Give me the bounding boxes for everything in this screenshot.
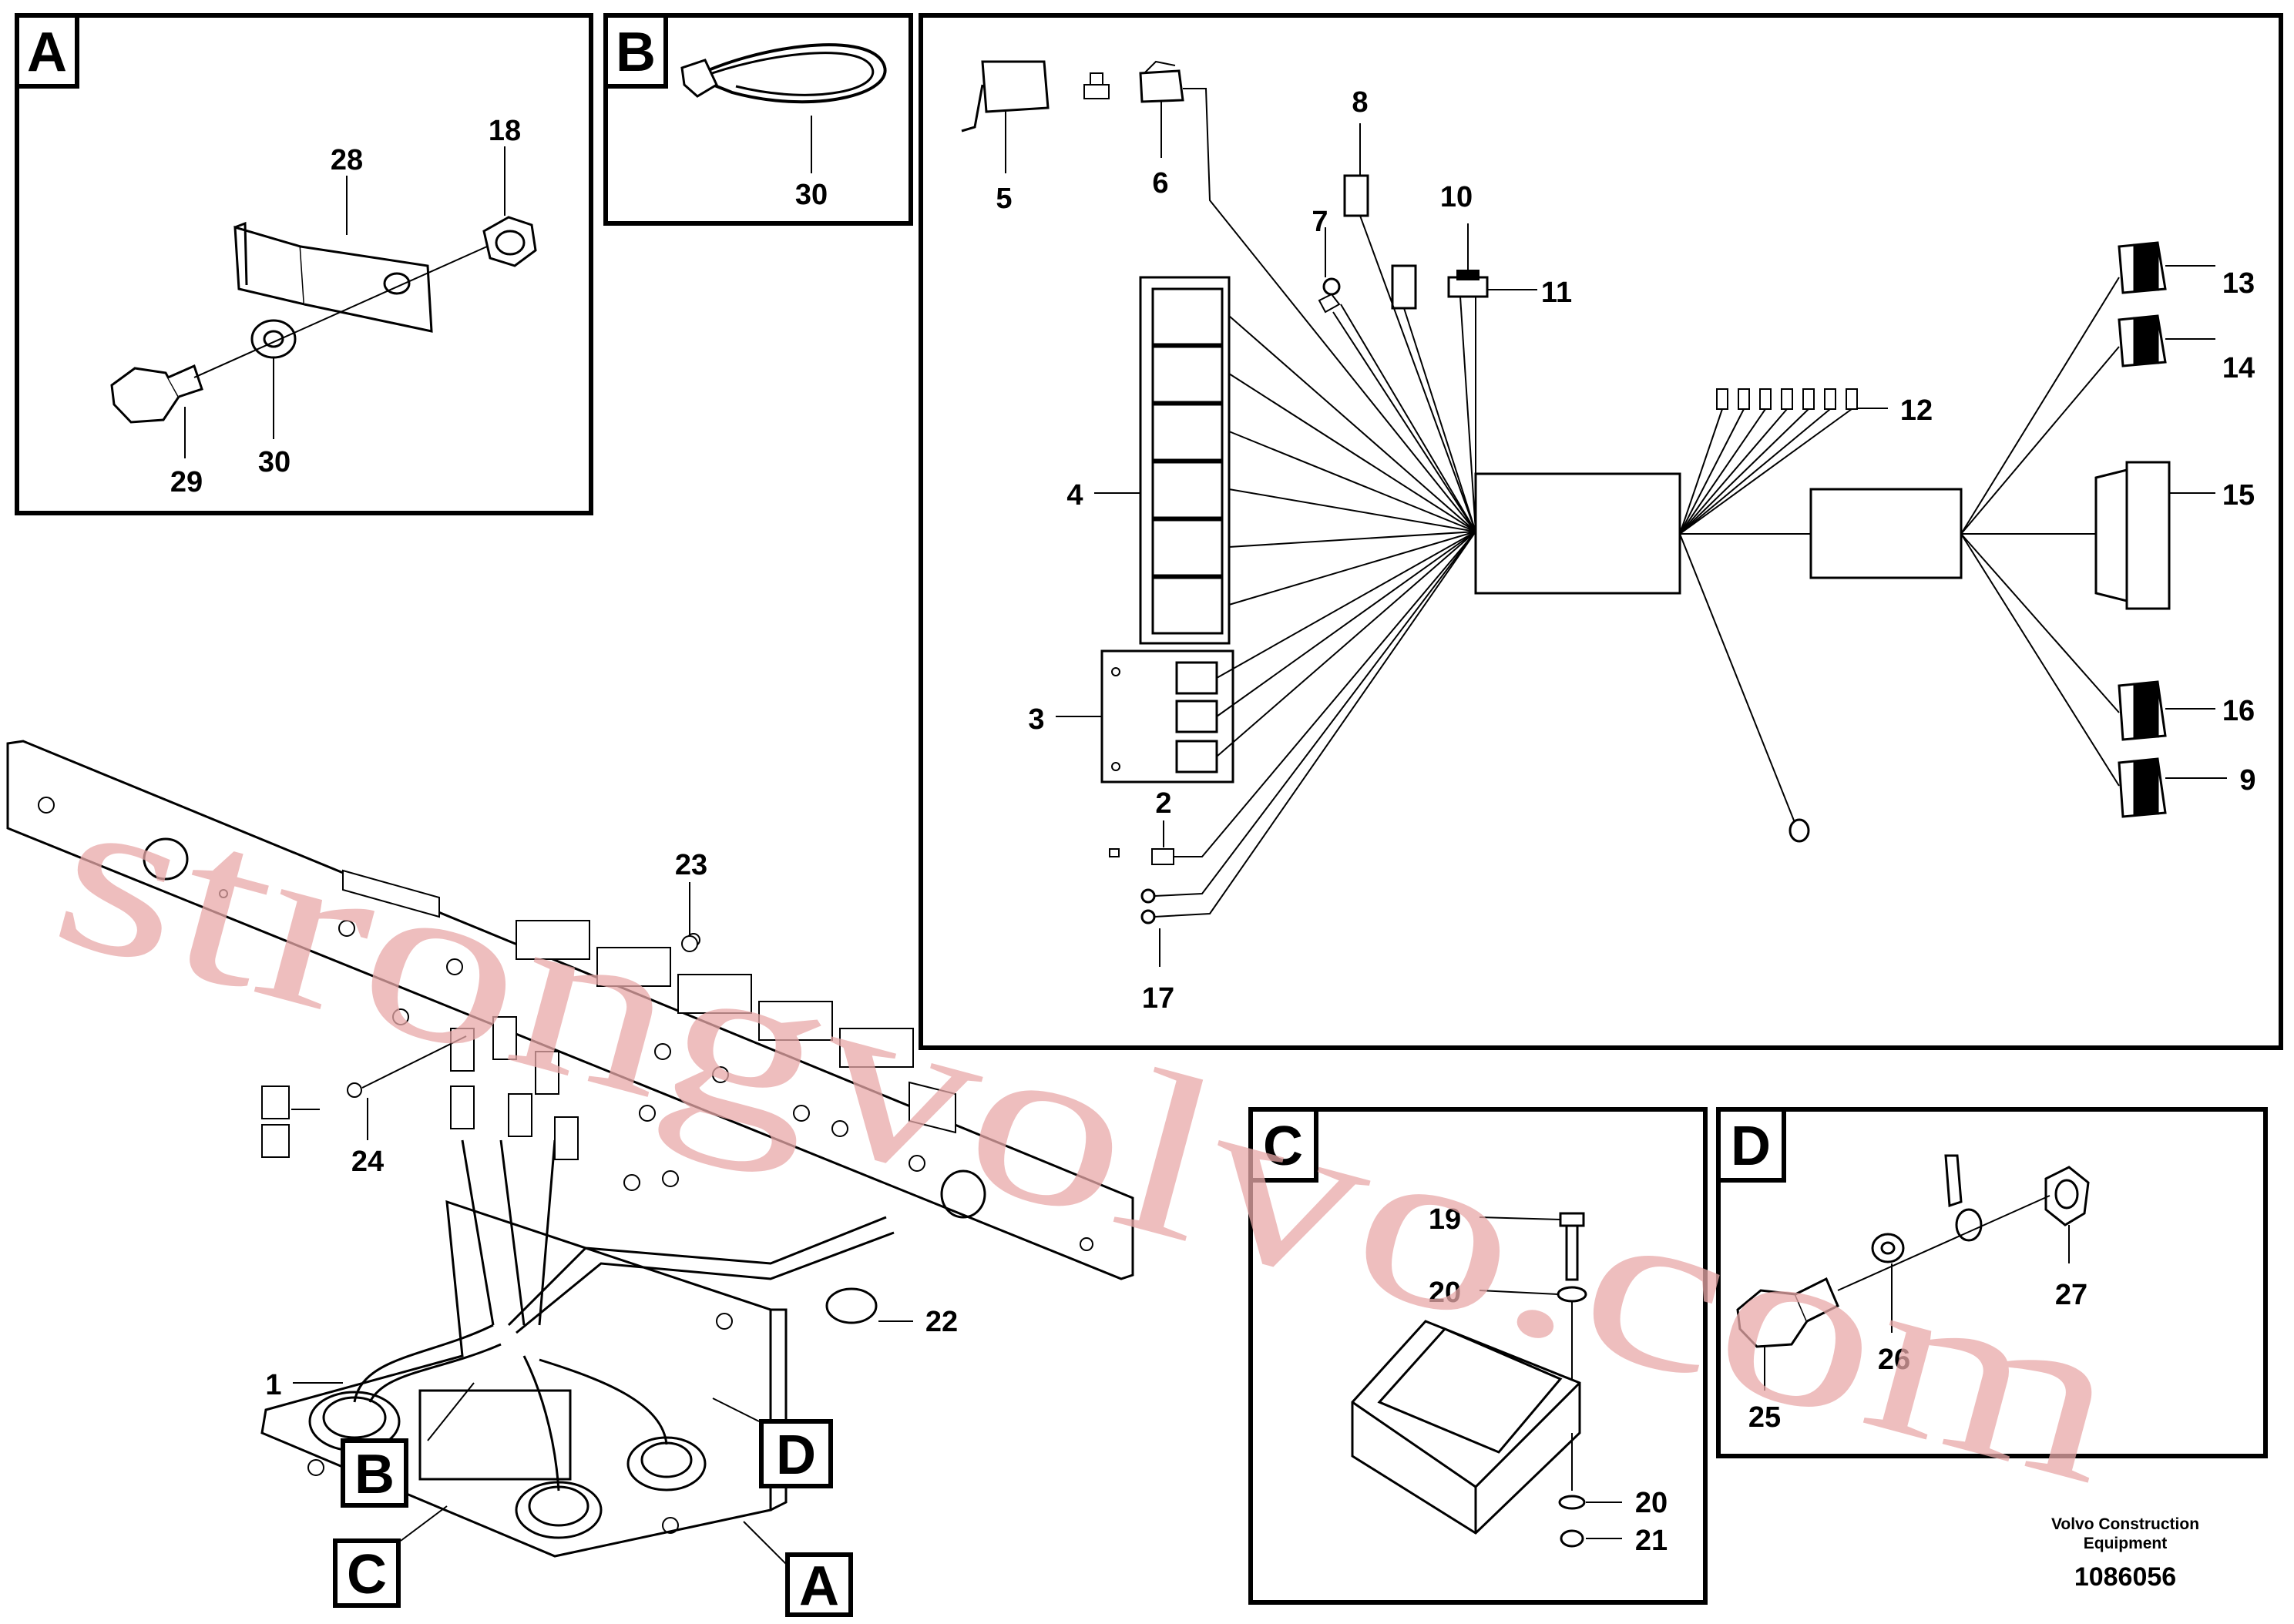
label-6: 6 xyxy=(1152,167,1168,200)
label-10: 10 xyxy=(1440,181,1473,213)
panel-harness: 5 6 8 10 7 11 13 14 12 4 15 3 16 2 9 17 xyxy=(919,13,2283,1050)
label-b-30: 30 xyxy=(795,179,828,211)
label-3: 3 xyxy=(1028,703,1044,736)
panel-d-letter: D xyxy=(1731,1116,1771,1177)
label-d-26: 26 xyxy=(1878,1344,1910,1376)
caption: Volvo Construction Equipment 1086056 xyxy=(2051,1515,2199,1592)
label-d-27: 27 xyxy=(2055,1279,2087,1311)
label-c-21: 21 xyxy=(1635,1525,1668,1557)
label-9: 9 xyxy=(2239,764,2255,797)
label-14: 14 xyxy=(2222,352,2255,384)
callout-a: A xyxy=(799,1555,839,1617)
panel-c: C 19 20 20 21 xyxy=(1248,1107,1708,1605)
label-24: 24 xyxy=(351,1146,384,1178)
caption-line2: Equipment xyxy=(2084,1535,2168,1552)
label-a-30: 30 xyxy=(258,446,291,478)
label-5: 5 xyxy=(996,183,1012,215)
label-17: 17 xyxy=(1142,982,1174,1015)
label-c-20b: 20 xyxy=(1635,1487,1668,1519)
label-1: 1 xyxy=(265,1369,281,1401)
label-c-19: 19 xyxy=(1429,1203,1461,1236)
caption-line1: Volvo Construction xyxy=(2051,1515,2199,1533)
callout-b: B xyxy=(354,1444,395,1505)
label-c-20a: 20 xyxy=(1429,1277,1461,1309)
label-d-25: 25 xyxy=(1748,1401,1781,1434)
label-23: 23 xyxy=(675,849,707,881)
panel-d: D 27 26 25 xyxy=(1716,1107,2268,1458)
label-7: 7 xyxy=(1312,206,1328,238)
label-4: 4 xyxy=(1066,479,1083,512)
label-22: 22 xyxy=(925,1306,958,1338)
panel-a: A 28 18 29 30 xyxy=(15,13,593,515)
label-12: 12 xyxy=(1900,394,1933,427)
label-11: 11 xyxy=(1541,277,1572,309)
panel-c-letter: C xyxy=(1263,1116,1303,1177)
label-a-28: 28 xyxy=(331,144,363,176)
main-assembly: 23 24 22 1 B D C A xyxy=(6,740,1134,1617)
panel-a-letter: A xyxy=(27,22,67,83)
label-13: 13 xyxy=(2222,267,2255,300)
drawing-number: 1086056 xyxy=(2074,1562,2176,1592)
label-15: 15 xyxy=(2222,479,2255,512)
label-2: 2 xyxy=(1155,787,1171,820)
callout-c: C xyxy=(347,1544,387,1606)
callout-d: D xyxy=(776,1424,816,1486)
label-a-18: 18 xyxy=(489,115,521,147)
label-16: 16 xyxy=(2222,695,2255,727)
label-a-29: 29 xyxy=(170,466,203,498)
label-8: 8 xyxy=(1352,86,1368,119)
panel-b-letter: B xyxy=(616,22,656,83)
panel-b: B 30 xyxy=(603,13,913,226)
